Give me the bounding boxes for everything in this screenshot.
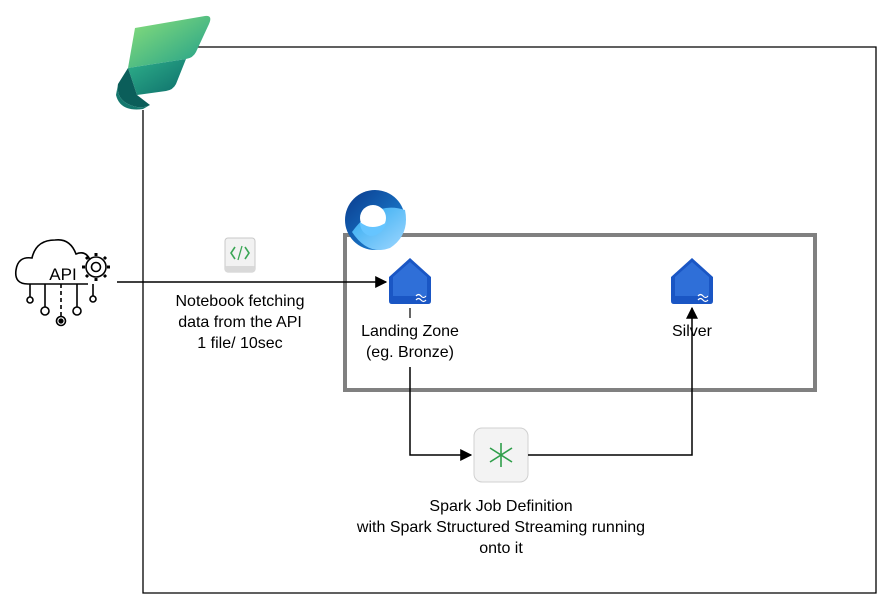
notebook-caption-line-1: Notebook fetching [175, 293, 305, 310]
fabric-logo [116, 15, 211, 110]
api-cloud-gear-icon [14, 238, 110, 327]
landing-zone-label-line-2: (eg. Bronze) [365, 344, 455, 361]
fabric-boundary [142, 46, 877, 594]
notebook-caption-line-2: data from the API [178, 314, 302, 331]
api-label: API [49, 265, 77, 284]
spark-caption-line-3: onto it [479, 540, 523, 557]
spark-caption-line-2: with Spark Structured Streaming running [356, 519, 646, 536]
lakehouse-icon [389, 258, 431, 304]
spark-caption-line-1: Spark Job Definition [429, 498, 573, 515]
workspace-box [343, 233, 817, 392]
onelake-logo [345, 190, 406, 250]
spark-job-icon [473, 427, 529, 483]
landing-to-spark-arrow [409, 367, 473, 461]
notebook-icon [224, 237, 256, 273]
silver-label: Silver [671, 323, 712, 340]
lakehouse-icon [671, 258, 713, 304]
spark-to-silver-arrow [528, 306, 698, 456]
landing-zone-label-line-1: Landing Zone [361, 323, 459, 340]
notebook-caption-line-3: 1 file/ 10sec [197, 335, 283, 352]
